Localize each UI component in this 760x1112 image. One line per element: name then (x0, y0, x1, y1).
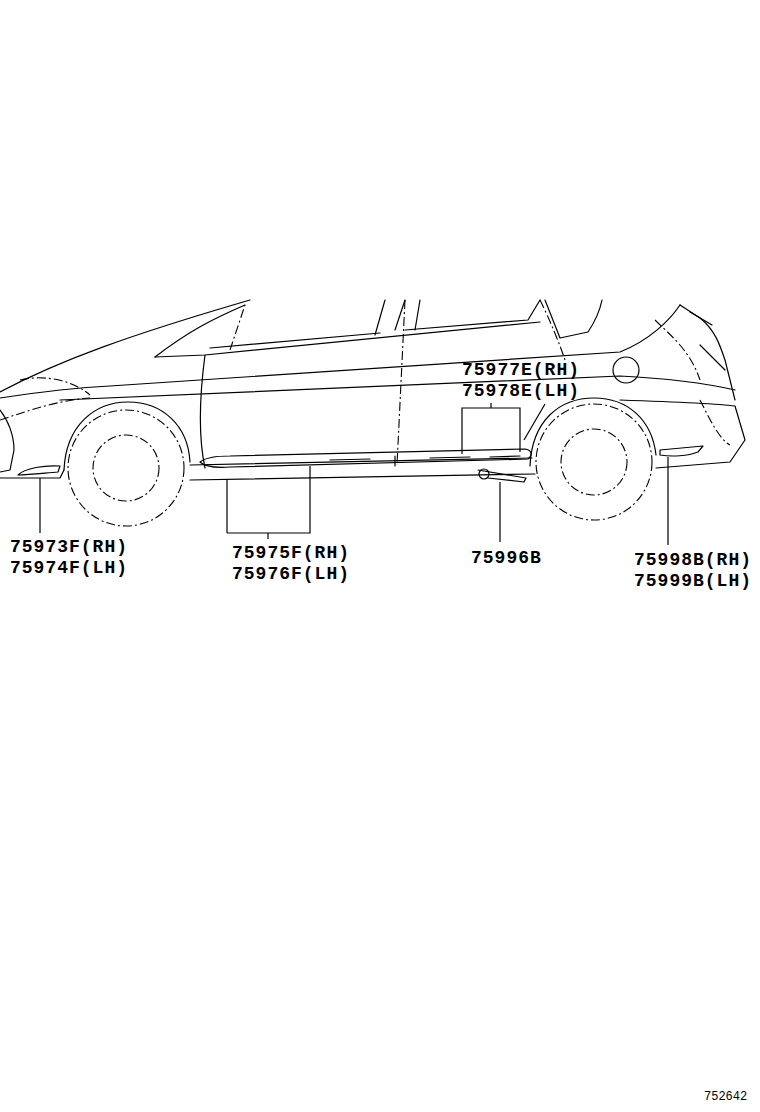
windshield-base (155, 305, 245, 357)
part-number: 75998B(RH) (634, 550, 752, 570)
part-number: 75978E(LH) (462, 381, 580, 401)
door-gap (397, 300, 405, 465)
side-molding (200, 449, 531, 467)
side-molding-detail (330, 456, 520, 466)
rear-tire (536, 404, 652, 520)
part-number: 75974F(LH) (10, 558, 128, 578)
figure-number: 752642 (704, 1090, 747, 1104)
rocker-clip-hole (479, 469, 489, 479)
leader-bracket (227, 466, 310, 539)
a-pillar (230, 305, 245, 350)
tail-lamp (690, 312, 725, 370)
front-garnish (18, 466, 60, 475)
part-number: 75976F(LH) (232, 564, 350, 584)
rear-wheel (561, 429, 627, 495)
part-number: 75999B(LH) (634, 571, 752, 591)
front-door-edge (201, 355, 206, 468)
quarter-glass (545, 300, 602, 338)
leader-line (524, 404, 545, 440)
leader-line (39, 478, 40, 533)
rear-hatch (680, 305, 735, 400)
part-number: 75975F(RH) (232, 543, 350, 563)
rear-door-edge (540, 300, 565, 360)
rocker-clip (478, 470, 526, 482)
part-number: 75996B (471, 548, 542, 568)
leader-bracket (462, 403, 520, 454)
front-fender-arch (64, 402, 190, 470)
rear-garnish (660, 446, 703, 456)
front-tire (68, 410, 184, 526)
rear-bumper (620, 400, 745, 468)
part-number: 75973F(RH) (10, 537, 128, 557)
rear-fender-arch (530, 398, 656, 466)
leader-line (667, 457, 668, 545)
leader-line (499, 482, 500, 542)
window-frame (210, 300, 540, 348)
belt-line (155, 322, 540, 357)
part-number: 75977E(RH) (462, 360, 580, 380)
front-wheel (93, 435, 159, 501)
body-side-line (60, 376, 735, 400)
rear-body (655, 320, 730, 445)
fuel-door (613, 357, 639, 383)
front-body (0, 378, 90, 420)
